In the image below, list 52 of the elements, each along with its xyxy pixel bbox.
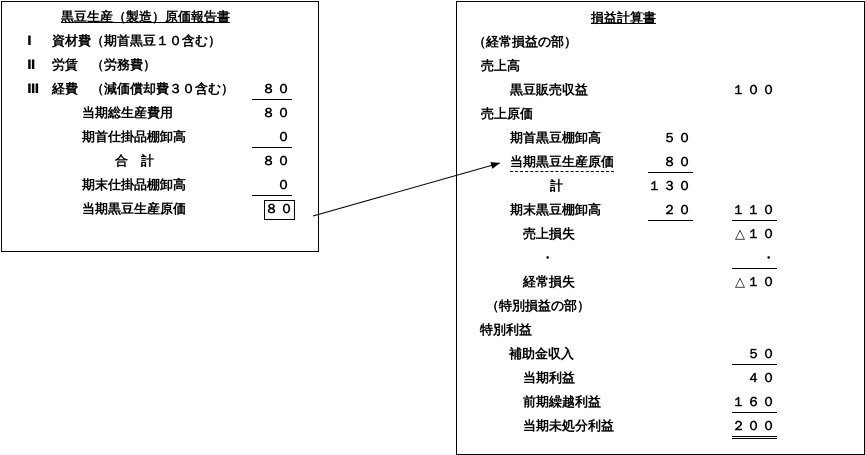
amount-value: △１０ (734, 274, 777, 292)
amount-value: ８０ (252, 81, 292, 100)
item-label: （経常損益の部） (473, 34, 577, 52)
amount-value: ５０ (732, 346, 777, 365)
statement-title: 黒豆生産（製造）原価報告書 (61, 9, 230, 27)
amount-value: ０ (252, 129, 292, 148)
amount-value: ２００ (732, 418, 777, 439)
item-label: 経常損失 (523, 274, 575, 292)
item-label: 経費 （減価償却費３０含む） (52, 81, 234, 99)
item-label: 補助金収入 (509, 346, 574, 364)
arrow (312, 162, 500, 216)
item-label: 売上高 (481, 58, 520, 76)
boxed-amount: ８０ (264, 200, 295, 220)
item-label: 前期繰越利益 (523, 394, 601, 412)
statement-panel (456, 1, 865, 455)
amount-value: ２０ (648, 202, 693, 221)
amount-value: ８０ (261, 105, 292, 123)
item-label: 期首仕掛品棚卸高 (82, 129, 186, 147)
statement-title: 損益計算書 (591, 10, 656, 28)
amount-value: ５０ (662, 130, 693, 148)
item-label: （特別損益の部） (486, 298, 590, 316)
amount-value: ８０ (648, 154, 693, 173)
amount-value: ・ (732, 250, 777, 269)
item-label: ・ (541, 250, 554, 268)
item-label: 売上損失 (523, 226, 575, 244)
item-label: 当期黒豆生産原価 (82, 201, 186, 219)
section-numeral: Ⅰ (27, 33, 32, 51)
item-label: 黒豆販売収益 (510, 82, 588, 100)
item-label: 当期黒豆生産原価 (510, 154, 614, 172)
item-label: 売上原価 (481, 106, 533, 124)
amount-value: １３０ (648, 178, 693, 196)
amount-value: １６０ (732, 394, 777, 413)
section-numeral: Ⅱ (27, 57, 36, 75)
item-label: 期首黒豆棚卸高 (510, 130, 601, 148)
statement-panel (1, 1, 319, 252)
item-label: 当期利益 (523, 370, 575, 388)
item-label: 当期未処分利益 (523, 418, 614, 436)
item-label: 特別利益 (480, 322, 532, 340)
amount-value: １００ (732, 82, 777, 100)
amount-value: △１０ (734, 226, 777, 244)
item-label: 計 (550, 178, 563, 196)
section-numeral: Ⅲ (27, 81, 40, 99)
item-label: 期末黒豆棚卸高 (510, 202, 601, 220)
amount-value: ０ (252, 177, 292, 196)
item-label: 資材費（期首黒豆１０含む） (52, 33, 221, 51)
item-label: 合 計 (115, 153, 154, 171)
amount-value: ４０ (746, 370, 777, 388)
item-label: 当期総生産費用 (82, 105, 173, 123)
amount-value: ８０ (261, 153, 292, 171)
item-label: 期末仕掛品棚卸高 (82, 177, 186, 195)
item-label: 労賃 （労務費） (52, 57, 156, 75)
amount-value: １１０ (732, 202, 777, 221)
